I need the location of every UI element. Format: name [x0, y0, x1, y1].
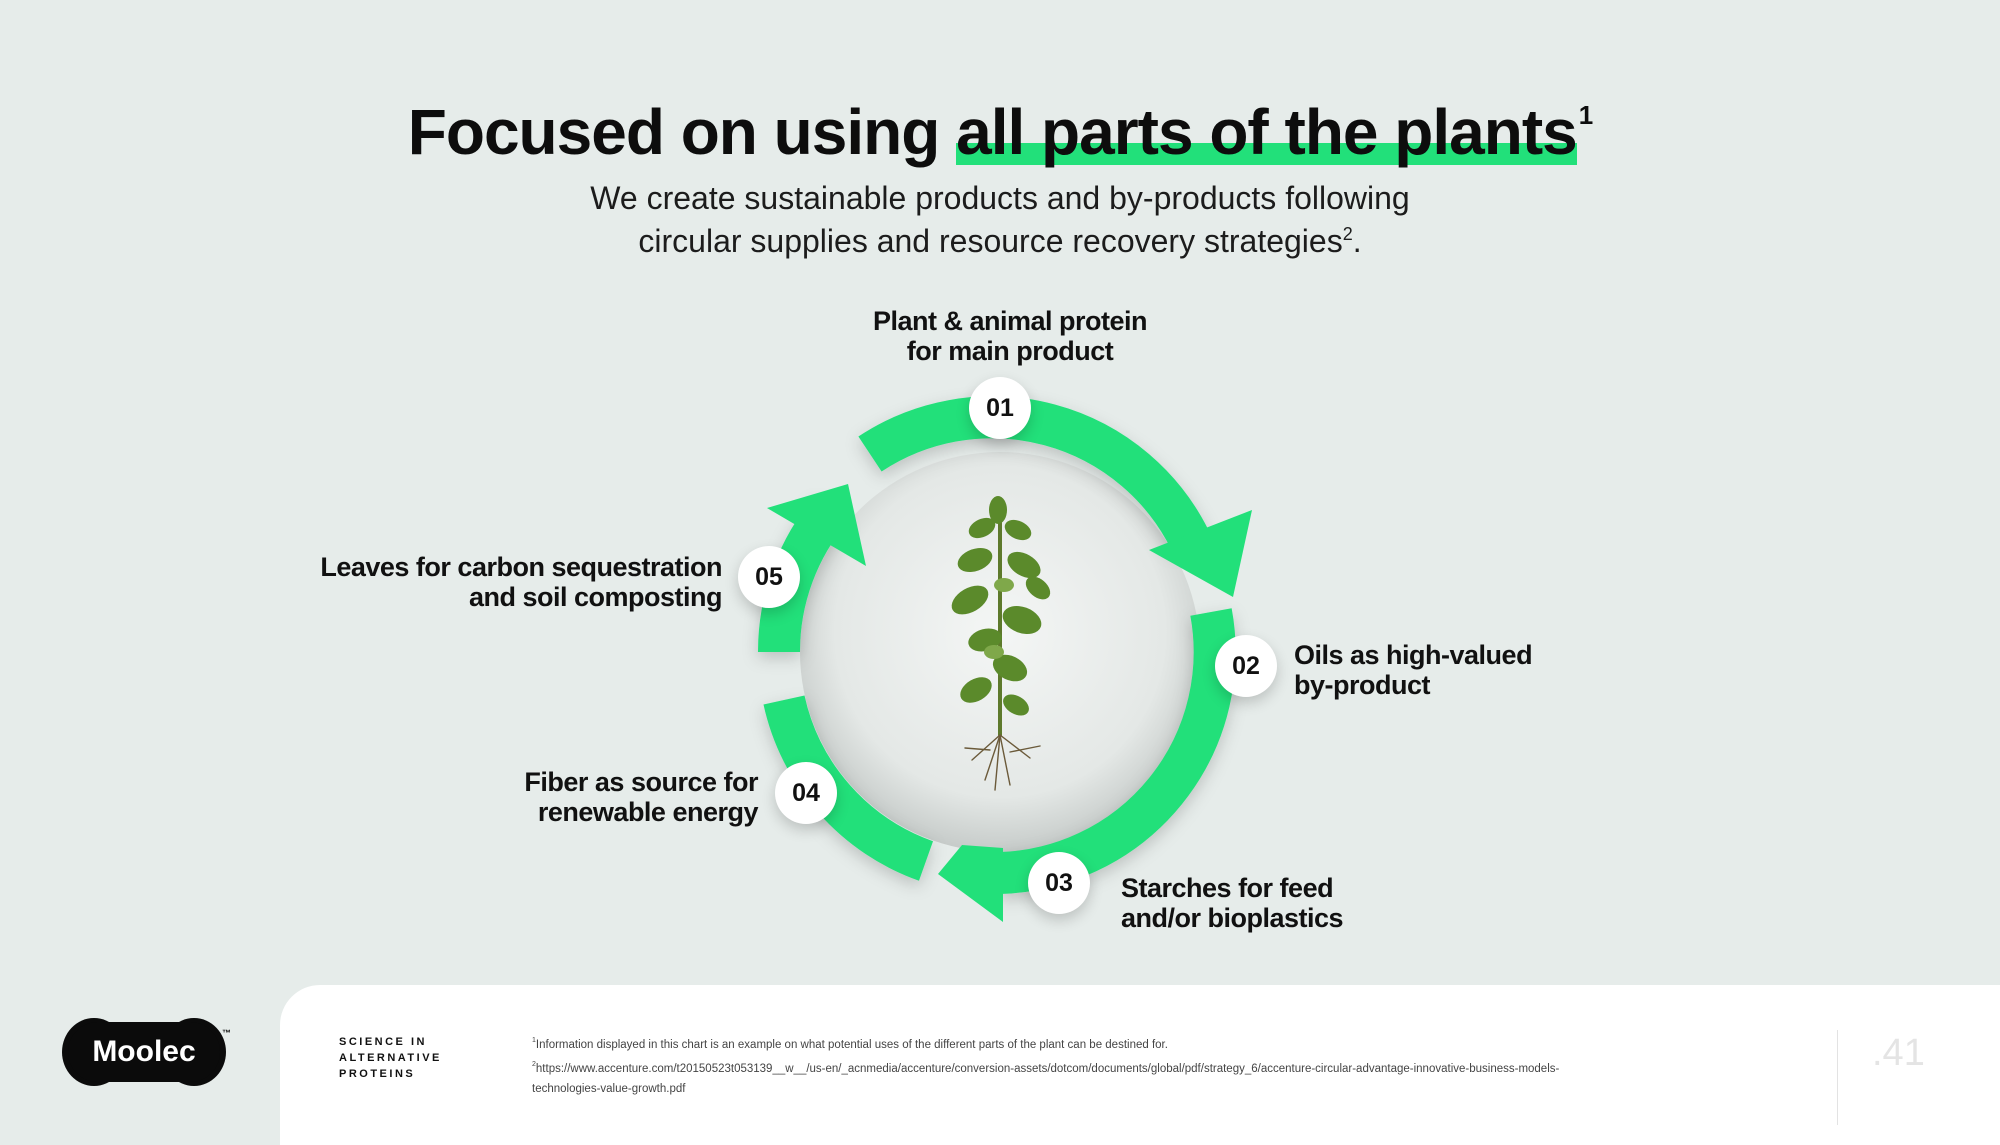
- step-label-05-line2: and soil composting: [468, 582, 723, 612]
- title-prefix: Focused on using: [407, 96, 957, 168]
- subtitle-footnote-mark: 2: [1342, 224, 1353, 244]
- cycle-arrowheads: [767, 484, 1252, 922]
- step-label-03-line1: Starches for feed: [1121, 873, 1334, 903]
- footer-divider: [1837, 1030, 1838, 1125]
- step-label-03-line2: and/or bioplastics: [1121, 903, 1344, 933]
- footnote-2-mark: 2: [532, 1061, 536, 1068]
- step-badge-05: 05: [738, 546, 800, 608]
- arrowhead-bottom: [938, 845, 1003, 922]
- footer-panel: [280, 985, 2000, 1145]
- plant-image: [951, 496, 1051, 791]
- subtitle-line-2: circular supplies and resource recovery …: [0, 216, 2000, 259]
- step-label-05: Leaves for carbon sequestration and soil…: [300, 552, 722, 612]
- footnote-1: 1Information displayed in this chart is …: [532, 1031, 1562, 1055]
- step-label-01-line1: Plant & animal protein: [872, 306, 1148, 336]
- footnotes: 1Information displayed in this chart is …: [532, 1031, 1562, 1099]
- title-highlight: all parts of the plants: [956, 96, 1578, 168]
- logo-trademark: ™: [222, 1028, 231, 1038]
- arrowhead-left: [767, 484, 866, 566]
- step-label-04: Fiber as source for renewable energy: [430, 767, 758, 827]
- subtitle-line-2-text: circular supplies and resource recovery …: [638, 223, 1343, 259]
- footnote-2: 2https://www.accenture.com/t20150523t053…: [532, 1055, 1562, 1099]
- step-label-02: Oils as high-valued by-product: [1294, 640, 1634, 700]
- moolec-logo: Moolec: [62, 1018, 226, 1086]
- footnote-1-text: Information displayed in this chart is a…: [535, 1039, 1168, 1051]
- subtitle-end: .: [1352, 223, 1362, 259]
- step-badge-03: 03: [1028, 852, 1090, 914]
- title-footnote-mark: 1: [1578, 100, 1594, 130]
- step-badge-04: 04: [775, 762, 837, 824]
- step-label-05-line1: Leaves for carbon sequestration: [320, 552, 722, 582]
- page-number: .41: [1872, 1032, 1925, 1074]
- page-subtitle: We create sustainable products and by-pr…: [0, 180, 2000, 259]
- footnote-2-text: https://www.accenture.com/t20150523t0531…: [532, 1063, 1560, 1095]
- step-label-04-line2: renewable energy: [537, 797, 759, 827]
- arc-01-02: [858, 396, 1209, 550]
- tagline-line-1: SCIENCE IN: [339, 1036, 427, 1048]
- step-badge-02: 02: [1215, 635, 1277, 697]
- tagline-line-2: ALTERNATIVE: [339, 1052, 442, 1064]
- brand-tagline: SCIENCE IN ALTERNATIVE PROTEINS: [339, 1034, 442, 1082]
- step-label-02-line1: Oils as high-valued: [1294, 640, 1533, 670]
- page-title: Focused on using all parts of the plants…: [0, 95, 2000, 169]
- step-label-02-line2: by-product: [1294, 670, 1431, 700]
- step-label-01-line2: for main product: [906, 336, 1114, 366]
- subtitle-line-1: We create sustainable products and by-pr…: [590, 180, 1410, 216]
- step-label-01: Plant & animal protein for main product: [820, 306, 1200, 366]
- tagline-line-3: PROTEINS: [339, 1068, 416, 1080]
- step-label-04-line1: Fiber as source for: [524, 767, 758, 797]
- step-label-03: Starches for feed and/or bioplastics: [1121, 873, 1461, 933]
- footnote-1-mark: 1: [532, 1037, 536, 1044]
- step-badge-01: 01: [969, 377, 1031, 439]
- arrowhead-right: [1149, 510, 1252, 597]
